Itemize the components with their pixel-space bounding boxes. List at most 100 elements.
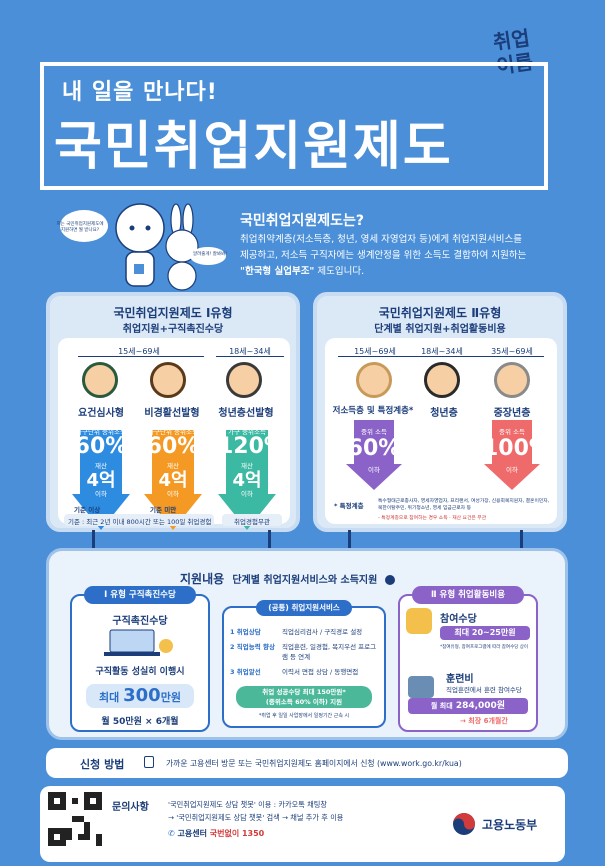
avatar-man-2: [226, 362, 262, 398]
type2-age-a: 15세~69세: [354, 347, 396, 356]
avatar-man-1: [82, 362, 118, 398]
type2-col3-arrow: [484, 420, 540, 490]
type1-col2-arrow: [144, 430, 202, 530]
apply-label: 신청 방법: [80, 758, 125, 771]
type1-col2-tail: 이하: [167, 490, 179, 498]
type2-col2-label: 청년층: [430, 408, 458, 419]
type2-col3-tag: 중위 소득: [499, 428, 525, 436]
mascot-illustration: [60, 203, 226, 291]
type1-subtitle: 취업지원+구직촉진수당: [122, 324, 224, 335]
left-card-desc: 구직활동 성실히 이행시: [95, 667, 185, 677]
type2-note-label: * 특정계층: [334, 502, 364, 510]
training-icon: [408, 676, 434, 698]
type1-col3-tag: 가구 중위소득: [228, 428, 266, 436]
intro-text: 취업취약계층(저소득층, 청년, 영세 자영업자 등)에게 취업지원서비스를 제…: [240, 234, 527, 277]
type1-col1-tag: 가구단위 중위소득: [76, 428, 126, 436]
speech-bubble-left: 저는 국민취업지원제도에 지원하면 뭘 받나요?: [56, 222, 104, 233]
avatar-young-woman: [424, 362, 460, 398]
document-icon: [144, 756, 154, 768]
right-t1-note: *참여유형, 참여프로그램에 따라 참여수당 상이: [440, 645, 529, 650]
right-t2-val: 월 최대 284,000원: [408, 698, 528, 714]
apply-text: 가까운 고용센터 방문 또는 국민취업지원제도 홈페이지에서 신청 (www.w…: [166, 759, 462, 768]
avatar-worker: [356, 362, 392, 398]
header-frame: [40, 62, 548, 190]
phone-icon: ✆: [168, 829, 175, 838]
type1-title: 국민취업지원제도 Ⅰ유형: [113, 306, 233, 320]
avatar-middle-aged: [494, 362, 530, 398]
service-list: 1 취업상담 직업심리검사 / 구직경로 설정 2 직업능력 향상 직업훈련, …: [230, 626, 380, 676]
right-t2-note: → 최장 6개월간: [460, 717, 508, 725]
service-item-1: 1 취업상담 직업심리검사 / 구직경로 설정: [230, 628, 363, 636]
left-card: [70, 594, 210, 732]
left-card-title: 구직촉진수당: [112, 616, 168, 627]
service-item-2: 2 직업능력 향상 직업훈련, 일경험, 복지우선 프로그램 등 연계: [230, 643, 377, 661]
page-title: 국민취업지원제도: [54, 117, 453, 177]
type1-col2-label: 비경활선발형: [144, 408, 200, 419]
type2-title: 국민취업지원제도 Ⅱ유형: [378, 306, 502, 320]
type1-col3-arrow: [218, 430, 276, 530]
type1-age-b: 18세~34세: [229, 347, 271, 356]
type1-col3-mid: 재산: [241, 462, 253, 470]
type1-col1-amt: 4억: [86, 470, 116, 491]
contact-line2: → '국민취업지원제도 상담 챗봇' 검색 → 채널 추가 후 이용: [168, 813, 344, 822]
type1-cond-a: 기준 이상: [74, 506, 101, 514]
type2-age-b: 18세~34세: [421, 347, 463, 356]
money-icon: [406, 608, 432, 634]
contact-line1: '국민취업지원제도 상담 챗봇' 이용 : 카카오톡 채팅창: [168, 800, 327, 809]
service-item-3: 3 취업알선 이력서 면접 상담 / 동행면접: [230, 668, 359, 676]
type1-col1-tail: 이하: [95, 490, 107, 498]
avatar-woman: [150, 362, 186, 398]
speech-bubble-right: 알려줄게! 잘봐봐!: [192, 252, 228, 257]
header-subtitle: 내 일을 만나다!: [62, 80, 218, 105]
coin-icon: [384, 574, 395, 585]
contact-label: 문의사항: [112, 802, 149, 813]
type1-col1-mid: 재산: [95, 462, 107, 470]
type1-col2-pct: 60%: [146, 434, 200, 459]
left-card-head: Ⅰ 유형 구직촉진수당: [84, 586, 196, 604]
support-title: 지원내용 단계별 취업지원서비스와 소득지원: [180, 570, 395, 587]
type1-col3-label: 청년층선발형: [218, 408, 274, 419]
intro-question: 국민취업지원제도는?: [240, 213, 365, 229]
type2-col3-label: 중장년층: [493, 408, 531, 419]
type2-note-text2: - 특정계층으로 참여하는 경우 소득 · 재산 요건은 무관: [378, 516, 487, 521]
footer: [40, 786, 565, 862]
type2-col3-pct: 100%: [483, 436, 551, 461]
type1-col2-mid: 재산: [167, 462, 179, 470]
ministry-name: 고용노동부: [482, 818, 538, 832]
type1-col3-tail: 이하: [241, 490, 253, 498]
type2-col1-label: 저소득층 및 특정계층*: [332, 406, 414, 416]
type2-age-c: 35세~69세: [491, 347, 533, 356]
contact-center: ✆ 고용센터 국번없이 1350: [168, 829, 265, 838]
apply-bar: [46, 748, 568, 778]
type1-footnote2: 취업경험무관: [222, 514, 282, 526]
left-card-max: 최대 300만원: [86, 684, 194, 708]
type2-col1-pct: 60%: [347, 436, 401, 461]
type1-age-a: 15세~69세: [118, 347, 160, 356]
type1-col2-amt: 4억: [158, 470, 188, 491]
right-t2: 훈련비: [446, 674, 474, 685]
type2-col1-arrow: [346, 420, 402, 490]
qr-code-icon: [48, 792, 102, 846]
right-t1: 참여수당: [440, 614, 477, 625]
right-card-head: Ⅱ 유형 취업활동비용: [412, 586, 524, 604]
center-note: *취업 후 일일 사업장에서 일정기간 근속 시: [258, 713, 350, 719]
type1-col3-pct: 120%: [218, 434, 286, 459]
center-card-head: (공통) 취업지원서비스: [256, 600, 352, 616]
government-emblem-icon: [453, 813, 475, 835]
qr-code[interactable]: [48, 792, 102, 846]
type2-subtitle: 단계별 취업지원+취업활동비용: [374, 324, 506, 335]
right-t1-val: 최대 20~25만원: [440, 626, 530, 640]
type1-cond-b: 기준 미만: [150, 506, 177, 514]
type1-col1-label: 요건심사형: [78, 408, 124, 419]
type2-col1-tag: 중위 소득: [361, 428, 387, 436]
type2-note-text: 특수형태근로종사자, 영세자영업자, 프리랜서, 여성가장, 신용회복지원자, …: [378, 499, 550, 511]
type1-col1-arrow: [72, 430, 130, 530]
left-card-detail: 월 50만원 × 6개월: [101, 717, 179, 727]
type2-col1-tail: 이하: [368, 466, 380, 474]
type1-col3-amt: 4억: [232, 470, 262, 491]
type2-col3-tail: 이하: [506, 466, 518, 474]
type1-col2-tag: 가구단위 중위소득: [148, 428, 198, 436]
type1-footnote: 기준 : 최근 2년 이내 800시간 또는 100일 취업경험: [64, 514, 214, 526]
laptop-icon: [104, 629, 173, 656]
center-pill: 취업 성공수당 최대 150만원* (중위소득 60% 이하) 지원: [236, 686, 372, 708]
